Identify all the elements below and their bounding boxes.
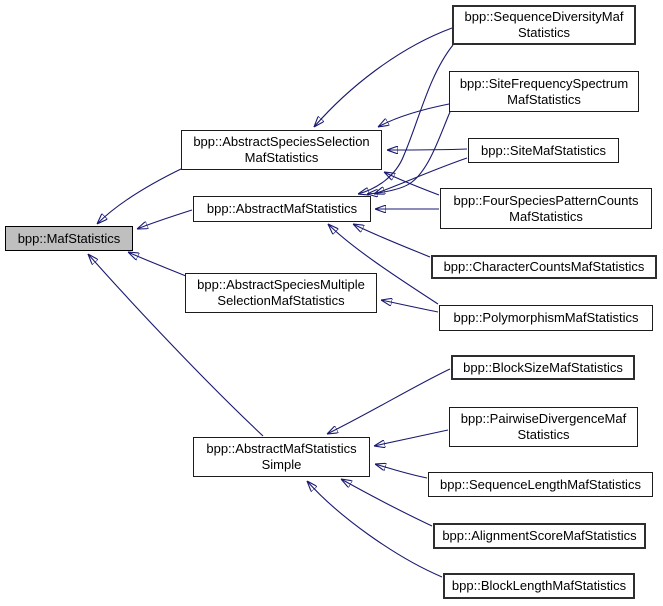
node-label: MafStatistics [507, 91, 581, 107]
node-label: bpp::AlignmentScoreMafStatistics [442, 528, 637, 543]
node-blocksizemafstatistics[interactable]: bpp::BlockSizeMafStatistics [451, 355, 635, 380]
edge-sitefrequencyspectrum-to-abstractspeciesselection [378, 103, 450, 127]
node-label: bpp::BlockLengthMafStatistics [451, 578, 627, 593]
node-label: bpp::CharacterCountsMafStatistics [443, 259, 645, 274]
node-label: bpp::AbstractSpeciesMultiple [197, 277, 365, 292]
node-sequencelengthmafstatistics[interactable]: bpp::SequenceLengthMafStatistics [428, 472, 653, 497]
edge-fourspecies-to-abstractspeciesselection [384, 172, 440, 196]
edge-pairwisedivergence-to-abstractmafstatisticssimple [374, 429, 449, 446]
node-sequencediversitymafstatistics[interactable]: bpp::SequenceDiversityMaf Statistics [452, 5, 636, 45]
edge-charactercounts-to-abstractmafstatistics [353, 224, 431, 258]
node-pairwisedivergencemafstatistics[interactable]: bpp::PairwiseDivergenceMaf Statistics [449, 407, 638, 447]
edge-alignmentscore-to-abstractmafstatisticssimple [341, 479, 433, 527]
node-mafstatistics: bpp::MafStatistics [5, 226, 133, 251]
edge-abstractspeciesselection-to-mafstatistics [97, 167, 184, 224]
node-label: bpp::AbstractSpeciesSelection [193, 134, 370, 149]
node-label: bpp::SequenceLengthMafStatistics [440, 476, 641, 492]
node-sitefrequencyspectrummafstatistics[interactable]: bpp::SiteFrequencySpectrum MafStatistics [449, 71, 639, 112]
edge-sitemaf-to-abstractspeciesselection [387, 149, 468, 150]
edge-blocklength-to-abstractmafstatisticssimple [307, 481, 443, 578]
node-label: bpp::SequenceDiversityMaf [464, 9, 624, 24]
edge-sequencediversity-to-abstractmafstatistics [358, 44, 454, 194]
node-blocklengthmafstatistics[interactable]: bpp::BlockLengthMafStatistics [443, 573, 635, 599]
edge-blocksize-to-abstractmafstatisticssimple [327, 368, 451, 434]
edge-abstractmafstatistics-to-mafstatistics [137, 209, 193, 229]
node-label: bpp::AbstractMafStatistics [206, 201, 358, 216]
node-label: bpp::FourSpeciesPatternCounts [453, 192, 639, 208]
node-polymorphismmafstatistics[interactable]: bpp::PolymorphismMafStatistics [439, 305, 653, 331]
edge-sitemaf-to-abstractmafstatistics [374, 157, 468, 194]
node-abstractmafstatistics[interactable]: bpp::AbstractMafStatistics [193, 196, 371, 222]
node-label: bpp::PolymorphismMafStatistics [453, 310, 639, 325]
node-fourspeciespatterncountsmafstatistics[interactable]: bpp::FourSpeciesPatternCounts MafStatist… [440, 188, 652, 229]
edge-polymorphism-to-abstractspeciesmultiple [381, 300, 439, 313]
node-label: bpp::PairwiseDivergenceMaf [460, 411, 627, 426]
node-charactercountsmafstatistics[interactable]: bpp::CharacterCountsMafStatistics [431, 255, 657, 279]
node-alignmentscoremafstatistics[interactable]: bpp::AlignmentScoreMafStatistics [433, 523, 646, 549]
node-label: bpp::AbstractMafStatistics [206, 441, 357, 456]
edge-sequencelength-to-abstractmafstatisticssimple [375, 464, 428, 479]
node-label: Simple [261, 457, 302, 472]
node-abstractmafstatisticssimple[interactable]: bpp::AbstractMafStatistics Simple [193, 437, 370, 477]
edge-sequencediversity-to-abstractspeciesselection [314, 27, 453, 127]
node-label: SelectionMafStatistics [217, 293, 345, 308]
node-label: Statistics [517, 25, 570, 40]
node-label: bpp::SiteMafStatistics [481, 142, 606, 158]
edge-abstractmafstatisticssimple-to-mafstatistics [88, 254, 264, 437]
node-label: MafStatistics [509, 208, 583, 224]
node-label: bpp::SiteFrequencySpectrum [459, 75, 629, 91]
edge-abstractspeciesmultiple-to-mafstatistics [128, 252, 187, 277]
node-abstractspeciesmultipleselectionmafstatistics[interactable]: bpp::AbstractSpeciesMultiple SelectionMa… [185, 273, 377, 313]
node-label: MafStatistics [244, 150, 319, 165]
node-label: bpp::BlockSizeMafStatistics [463, 359, 623, 375]
node-abstractspeciesselectionmafstatistics[interactable]: bpp::AbstractSpeciesSelection MafStatist… [181, 130, 382, 170]
node-label: Statistics [517, 427, 570, 442]
node-sitemafstatistics[interactable]: bpp::SiteMafStatistics [468, 138, 619, 163]
node-label: bpp::MafStatistics [17, 230, 121, 246]
edge-polymorphism-to-abstractmafstatistics [328, 224, 439, 305]
